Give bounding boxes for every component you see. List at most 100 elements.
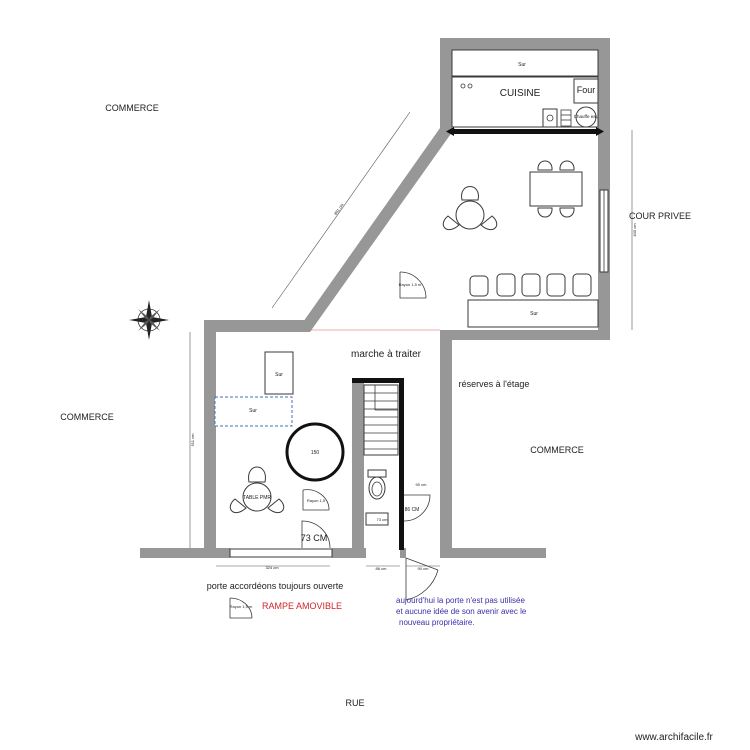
- turning-radius-icon: [399, 271, 427, 299]
- stool-icon: [546, 273, 566, 297]
- stair-width-dim: 73 cm: [377, 517, 389, 522]
- wall-left-room-top: [204, 320, 310, 332]
- chair-icon: [267, 498, 285, 513]
- marche-a-traiter-label: marche à traiter: [351, 349, 422, 360]
- wall-kitchen-left: [440, 38, 452, 130]
- watermark: www.archifacile.fr: [634, 732, 713, 743]
- rampe-radius-icon: [229, 598, 252, 619]
- wall-right-upper: [598, 38, 610, 338]
- rue-label: RUE: [345, 698, 364, 708]
- bench-bottom: [467, 299, 599, 328]
- chair-icon: [229, 498, 247, 513]
- chair-icon: [442, 215, 460, 230]
- toilet-seat-icon: [371, 481, 383, 497]
- staircase: [363, 384, 399, 456]
- rampe-amovible-label: RAMPE AMOVIBLE: [262, 601, 342, 611]
- turning-radius-label: Rayon 1,5 m: [399, 282, 422, 287]
- chair-icon: [248, 466, 266, 483]
- kitchen-counter-top-label: Sur: [518, 62, 526, 68]
- stairs-wc: 90 cm 86 CM 73 cm: [352, 378, 431, 550]
- porte-accordeons-label: porte accordéons toujours ouverte: [207, 581, 344, 591]
- table-pmr: [242, 482, 272, 512]
- door-swing-icon: [301, 520, 331, 549]
- dim-front-door-2-label: 90 cm: [418, 566, 430, 571]
- commerce-right-label: COMMERCE: [530, 445, 584, 455]
- dashed-bench: [214, 396, 293, 427]
- dim-front-door-1-label: 86 cm: [376, 566, 388, 571]
- dim-left-label: 511 cm: [190, 433, 195, 446]
- bench-bottom-label: Sur: [530, 311, 538, 317]
- round-table-small: [455, 200, 485, 230]
- kitchen-pass-bar: [452, 129, 598, 134]
- commerce-top-left-label: COMMERCE: [105, 103, 159, 113]
- chauffe-eau-label: Chauffe eau: [574, 114, 599, 119]
- stool-icon: [521, 273, 541, 297]
- dining-upper: Sur Rayon 1,5 m: [399, 160, 609, 328]
- low-cabinet-label: Sur: [275, 372, 283, 378]
- accordion-door-sill: [229, 548, 333, 558]
- wc-basin: [365, 512, 389, 526]
- cuisine-label: CUISINE: [500, 88, 541, 99]
- turning-radius-icon: [302, 489, 330, 511]
- wall-front-left: [140, 548, 230, 558]
- front-doors: 86 cm 90 cm 324 cm Rayon 1,5 m: [216, 557, 440, 619]
- rack-icon: [560, 109, 572, 127]
- door-leaf: [405, 557, 439, 571]
- compass-rose-icon: [129, 300, 169, 340]
- left-room: Sur Sur 150 TABLE PMR Rayon 1,5 73 CM: [214, 351, 345, 549]
- stool-icon: [469, 275, 489, 297]
- wall-front-mid: [332, 548, 366, 558]
- seventy-three-cm-label: 73 CM: [301, 533, 328, 543]
- wc-door-dim-2: 86 CM: [405, 507, 420, 513]
- note-line-3: nouveau propriétaire.: [399, 618, 475, 627]
- wall-stairs-left: [352, 378, 364, 550]
- wall-middle-top: [440, 330, 610, 340]
- kitchen: Sur CUISINE Four Chauffe eau: [446, 49, 604, 136]
- stool-icon: [572, 273, 592, 297]
- hob-icon: [467, 83, 473, 89]
- hob-icon: [460, 83, 466, 89]
- oven: [573, 78, 599, 104]
- four-label: Four: [577, 85, 596, 95]
- wc-door-dim: 90 cm: [416, 482, 428, 487]
- chair-icon: [559, 160, 575, 171]
- chair-icon: [480, 215, 498, 230]
- dashed-bench-label: Sur: [249, 408, 257, 414]
- wc-tank: [367, 469, 387, 478]
- cour-privee-label: COUR PRIVEE: [629, 211, 691, 221]
- door-swing-icon: [405, 558, 439, 601]
- note-line-1: aujourd'hui la porte n'est pas utilisée: [396, 596, 525, 605]
- wall-front-right: [440, 548, 546, 558]
- wall-kitchen-top: [440, 38, 610, 50]
- sink-drain-icon: [546, 114, 554, 122]
- wall-diagonal: [296, 128, 455, 332]
- arrow-right-icon: [596, 127, 604, 136]
- commerce-mid-left-label: COMMERCE: [60, 412, 114, 422]
- chair-icon: [537, 207, 553, 218]
- chair-icon: [461, 186, 479, 201]
- chair-icon: [537, 160, 553, 171]
- turning-radius-icon: [399, 272, 426, 299]
- table-pmr-label: TABLE PMR: [243, 495, 271, 501]
- reserves-label: réserves à l'étage: [459, 379, 530, 389]
- note-line-2: et aucune idée de son avenir avec le: [396, 607, 527, 616]
- dim-diagonal-label: 881 cm: [333, 202, 345, 216]
- stool-icon: [496, 273, 516, 297]
- rampe-radius-label: Rayon 1,5 m: [230, 604, 253, 609]
- door-swing-icon: [403, 494, 431, 522]
- arrow-left-icon: [446, 127, 454, 136]
- round-table-large: [285, 422, 345, 482]
- turning-radius-icon: [302, 490, 329, 511]
- round-table-label: 150: [311, 450, 320, 456]
- chair-icon: [559, 207, 575, 218]
- kitchen-counter-top: [451, 49, 599, 77]
- wall-left: [204, 320, 216, 550]
- wall-front-between: [400, 548, 406, 558]
- stairs-top-bar: [352, 378, 404, 383]
- turning-radius-label-2: Rayon 1,5: [307, 498, 326, 503]
- dim-cour-label: 400 cm: [632, 223, 637, 237]
- dim-front-left-label: 324 cm: [265, 565, 279, 570]
- sink-icon: [542, 108, 558, 128]
- dining-table: [529, 171, 583, 207]
